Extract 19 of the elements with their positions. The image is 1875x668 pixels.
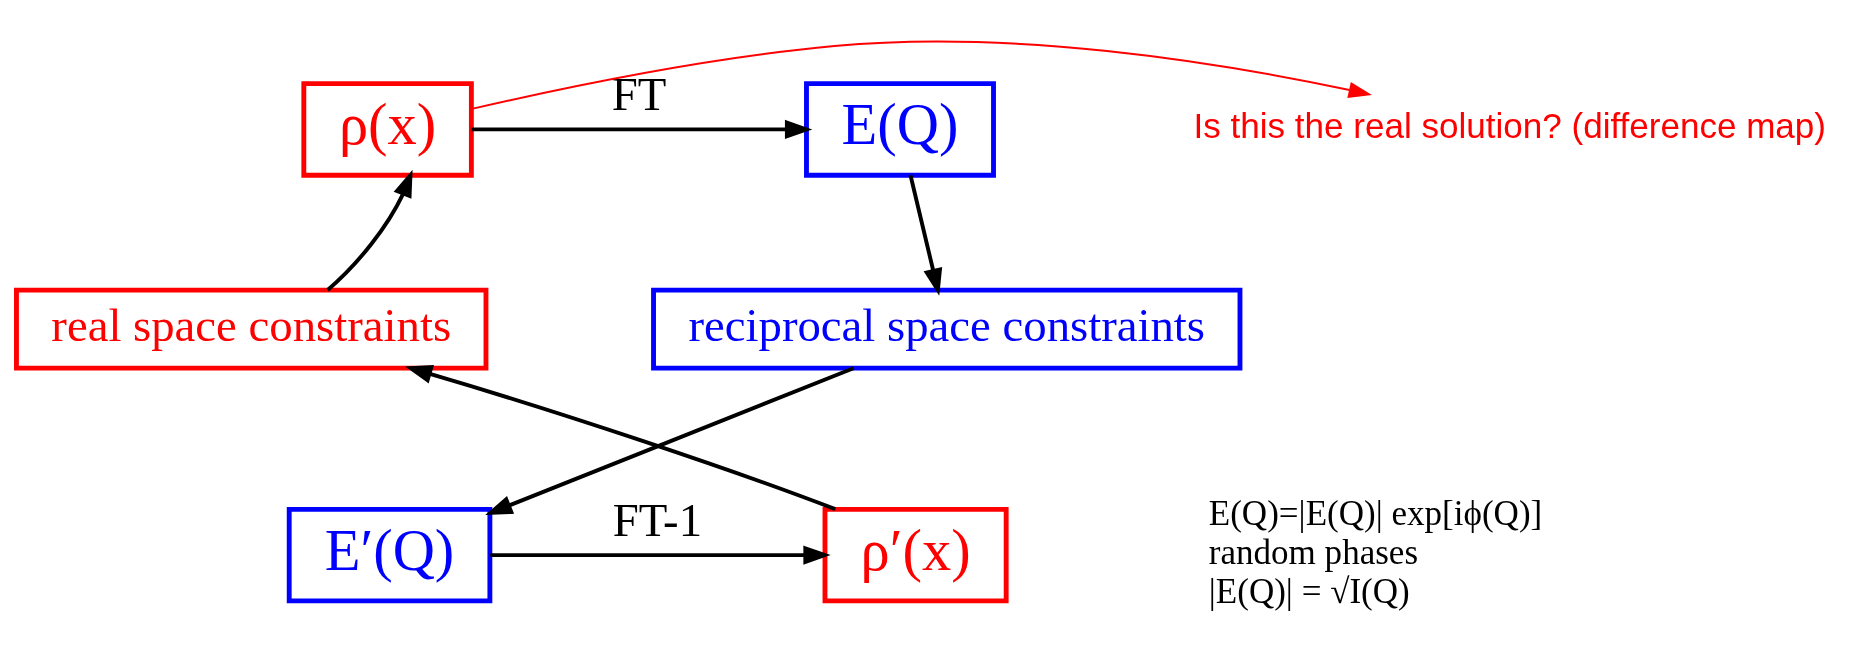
arrow (326, 169, 413, 292)
node-box: real space constraints (14, 287, 489, 371)
arrow (471, 119, 813, 139)
edge-label: FT-1 (612, 494, 703, 547)
arrow (908, 174, 943, 296)
node-box: ρ′(x) (822, 506, 1009, 604)
node-box: ρ(x) (301, 81, 474, 178)
node-label: |E(Q)| = √I(Q) (1208, 571, 1410, 611)
node-text: Is this the real solution? (difference map) (1193, 105, 1827, 145)
arrow (490, 545, 831, 565)
arrow (405, 365, 836, 511)
node-box: E′(Q) (286, 506, 493, 604)
arrow (470, 40, 1372, 110)
node-box: E(Q) (804, 81, 996, 178)
arrow (485, 366, 855, 516)
edge-label: FT (611, 68, 667, 121)
node-label: random phases (1208, 532, 1419, 572)
node-label: E(Q)=|E(Q)| exp[iϕ(Q)] (1208, 493, 1543, 533)
node-box: reciprocal space constraints (651, 287, 1243, 371)
